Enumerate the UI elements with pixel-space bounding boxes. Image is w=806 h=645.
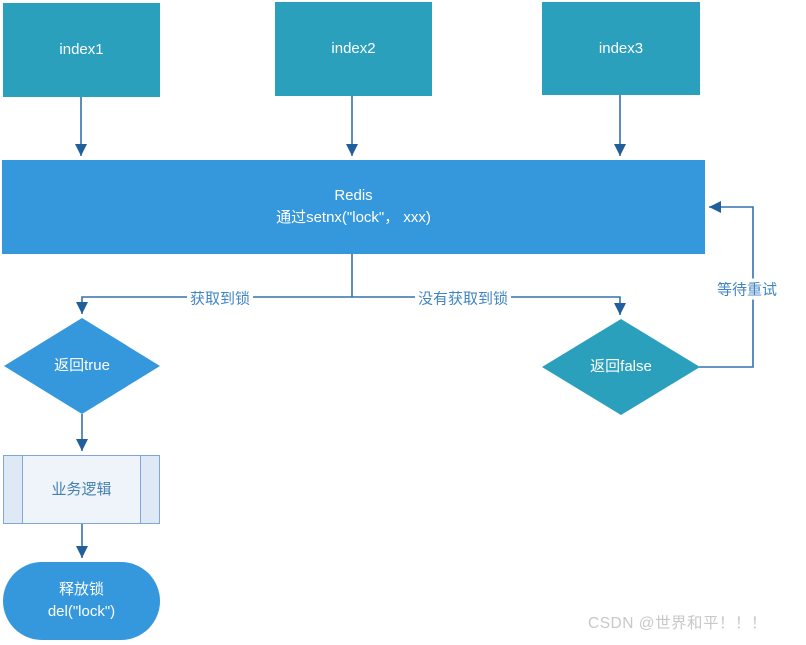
node-redis-subtitle: 通过setnx("lock"， xxx)	[276, 209, 431, 226]
node-index1[interactable]: index1	[3, 3, 160, 97]
edge-acquired-to-true	[76, 296, 352, 314]
node-index3[interactable]: index3	[542, 2, 700, 95]
node-release-lock-title: 释放锁	[58, 581, 104, 599]
node-business-logic-label: 业务逻辑	[51, 480, 112, 498]
node-index2[interactable]: index2	[275, 2, 432, 96]
node-redis-title: Redis	[334, 187, 373, 205]
node-index3-label: index3	[598, 39, 644, 57]
node-redis[interactable]: Redis 通过setnx("lock"， xxx)	[2, 160, 705, 254]
predefined-process-left-bar	[4, 456, 23, 523]
node-release-lock-subtitle: del("lock")	[47, 603, 116, 620]
edge-label-acquired: 获取到锁	[186, 287, 254, 309]
node-release-lock[interactable]: 释放锁 del("lock")	[3, 562, 160, 640]
node-business-logic[interactable]: 业务逻辑	[3, 455, 160, 524]
edge-label-not-acquired: 没有获取到锁	[414, 287, 512, 309]
node-return-true-label: 返回true	[54, 357, 110, 375]
edge-label-retry: 等待重试	[713, 278, 781, 300]
node-index2-label: index2	[331, 40, 376, 58]
predefined-process-right-bar	[140, 456, 159, 523]
node-return-false-label: 返回false	[590, 358, 652, 376]
node-index1-label: index1	[59, 41, 104, 59]
csdn-watermark: CSDN @世界和平！！！	[588, 615, 767, 632]
